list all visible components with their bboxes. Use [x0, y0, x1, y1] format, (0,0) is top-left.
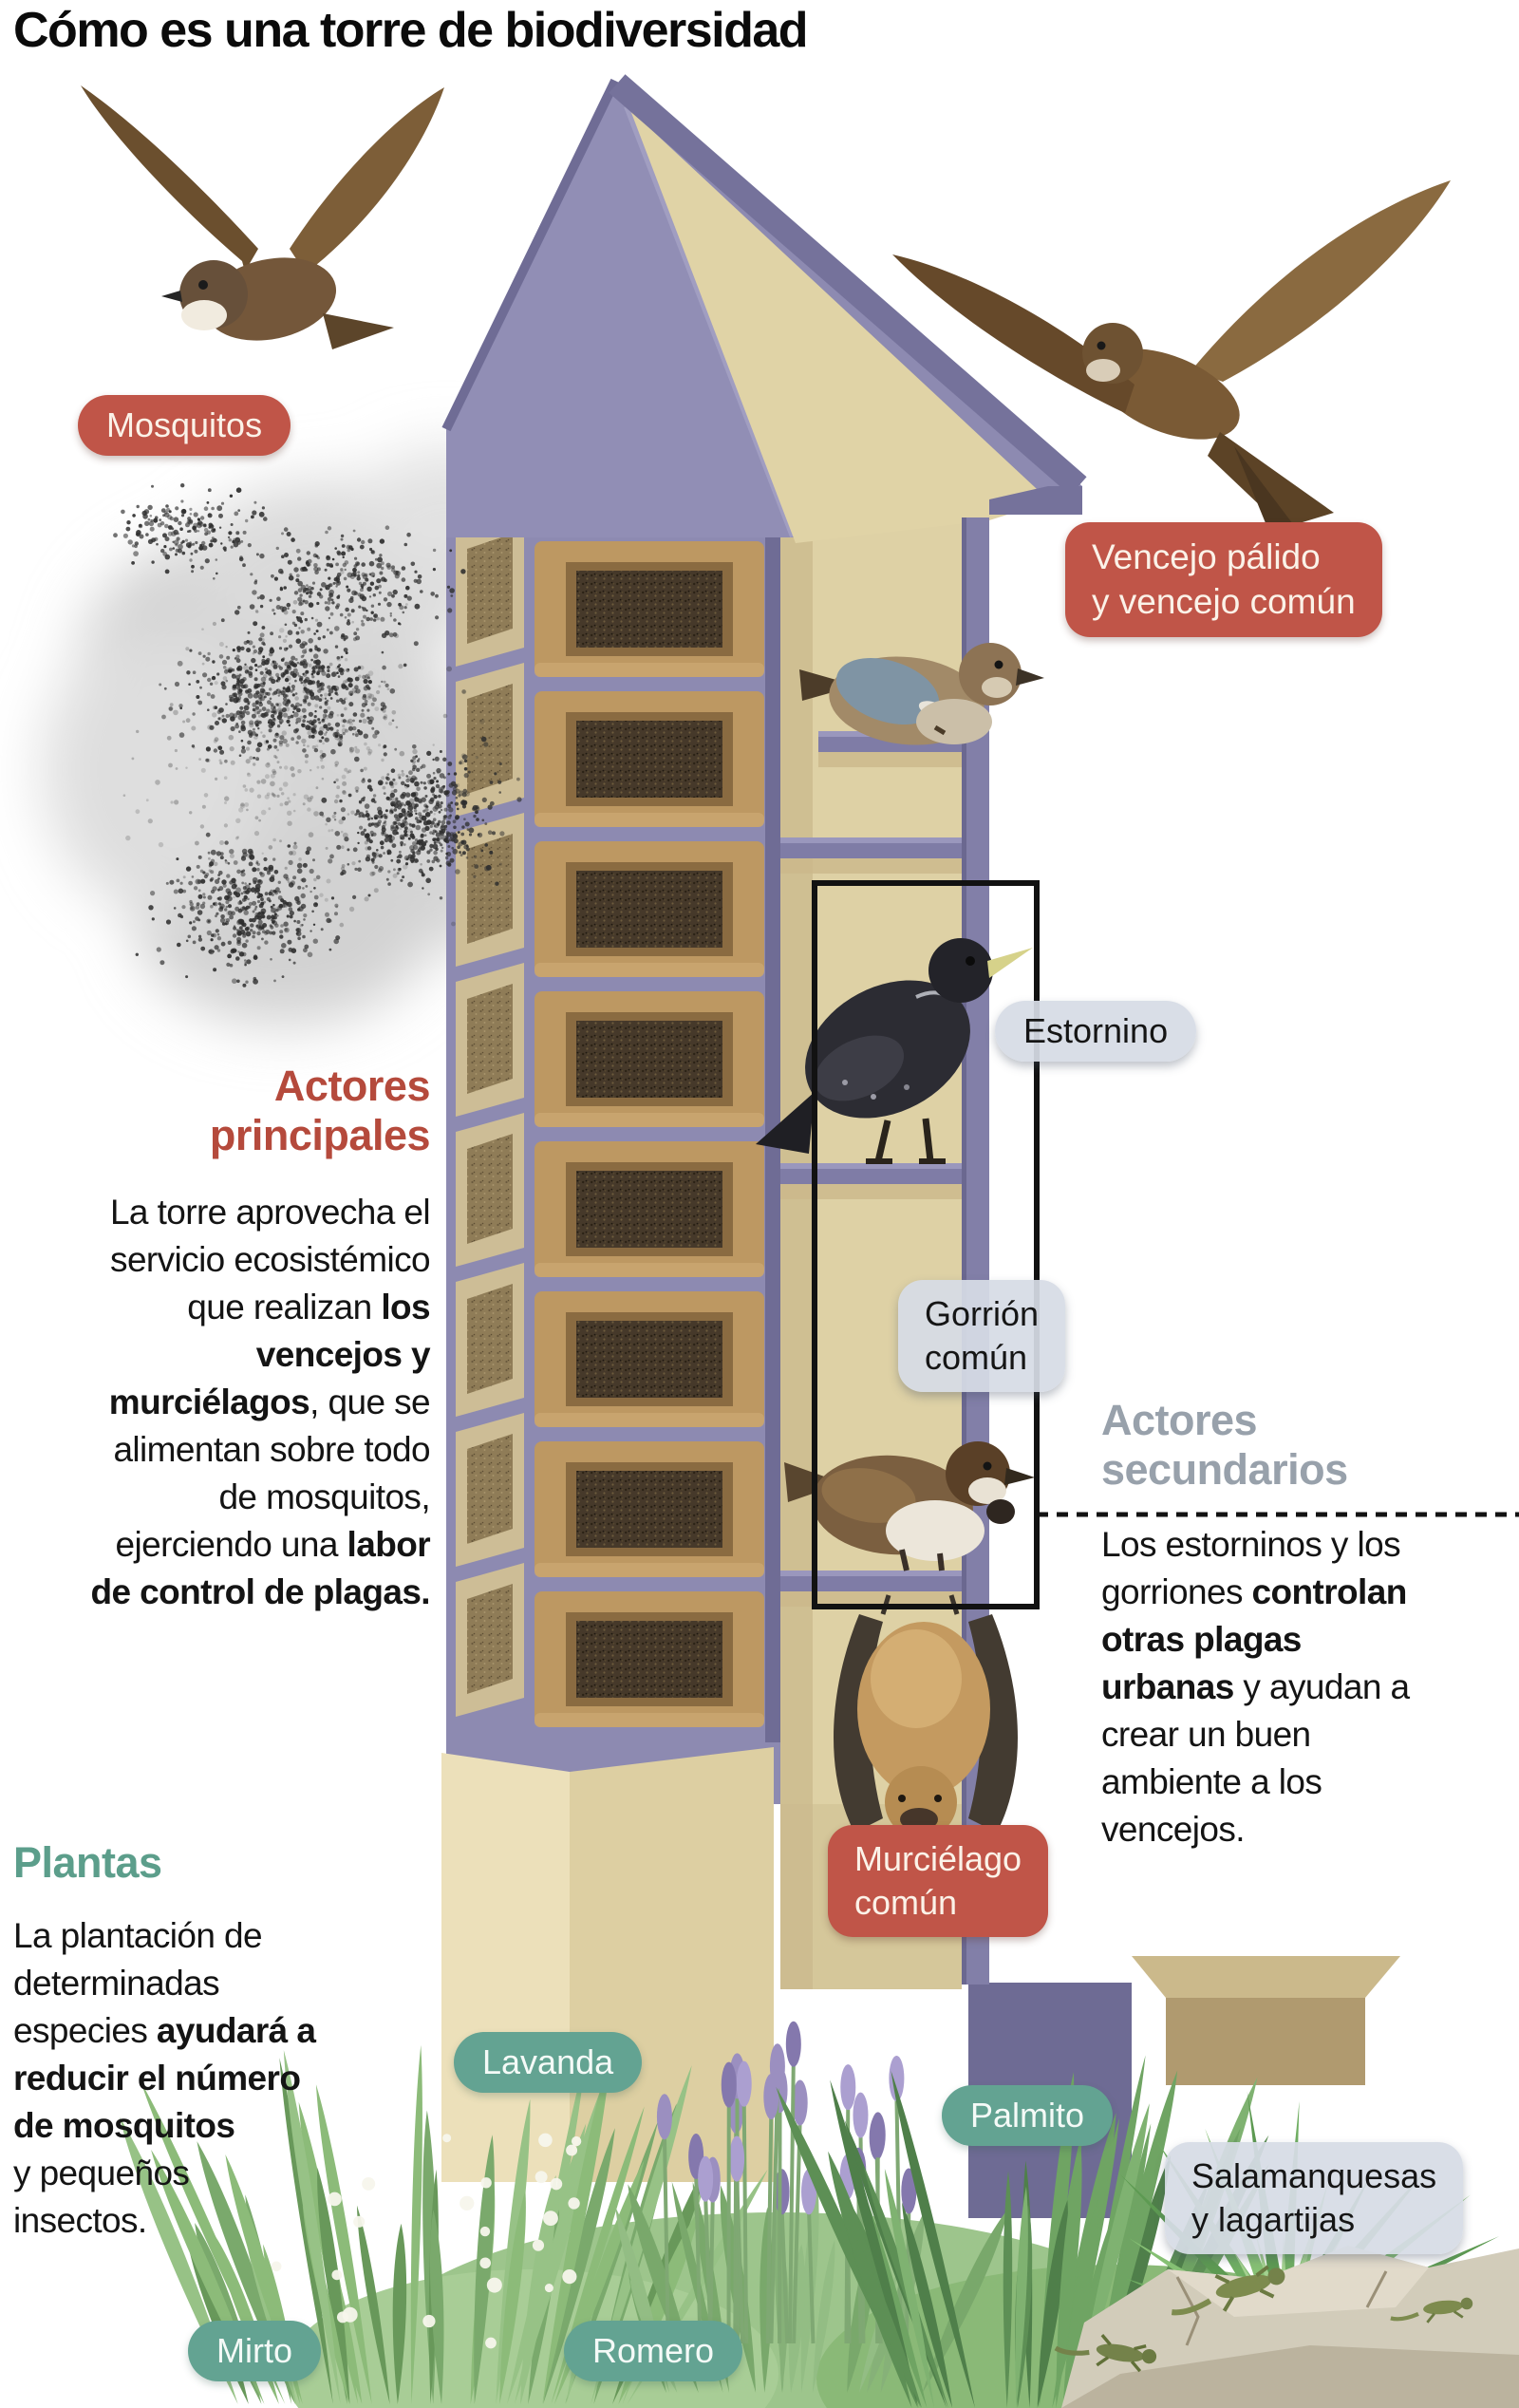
side-nest-boxes [456, 513, 524, 1717]
text-actores-principales: La torre aprovecha el servicio ecosistém… [90, 1193, 431, 1611]
swift-right-icon [892, 180, 1451, 539]
starling-icon [756, 938, 1033, 1164]
heading-plantas: Plantas [13, 1838, 162, 1887]
bat-icon [834, 1594, 1018, 1859]
label-salamanquesas: Salamanquesas y lagartijas [1165, 2142, 1464, 2255]
swift-left-icon [81, 85, 444, 349]
label-lavanda: Lavanda [454, 2032, 643, 2094]
text-plantas: La plantación de determinadas especies a… [13, 1916, 316, 2240]
label-mosquitos: Mosquitos [78, 395, 291, 457]
estornino-bracket [812, 880, 1040, 1609]
front-nest-boxes [534, 541, 764, 1727]
label-palmito: Palmito [942, 2085, 1114, 2147]
label-gorrion: Gorrión común [898, 1280, 1066, 1393]
text-actores-secundarios: Los estorninos y los gorriones controlan… [1101, 1525, 1410, 1849]
heading-actores-secundarios: Actores secundarios [1101, 1396, 1348, 1495]
label-mirto: Mirto [188, 2321, 321, 2382]
label-romero: Romero [564, 2321, 743, 2382]
rocks-and-lizards [1054, 2246, 1519, 2408]
mosquito-swarm [113, 483, 522, 988]
label-vencejos: Vencejo pálido y vencejo común [1065, 522, 1382, 637]
lizard-icon [1054, 2333, 1157, 2373]
sparrow-bottom-icon [784, 1441, 1035, 1571]
label-estornino: Estornino [995, 1001, 1197, 1063]
label-murcielago: Murciélago común [828, 1825, 1049, 1938]
sparrow-top-icon [799, 643, 1044, 745]
tower-illustration [441, 74, 1400, 2218]
page-title: Cómo es una torre de biodiversidad [13, 3, 809, 58]
heading-actores-principales: Actores principales [209, 1062, 431, 1160]
lizard-icon [1171, 2265, 1285, 2316]
lizard-icon [1390, 2297, 1473, 2323]
